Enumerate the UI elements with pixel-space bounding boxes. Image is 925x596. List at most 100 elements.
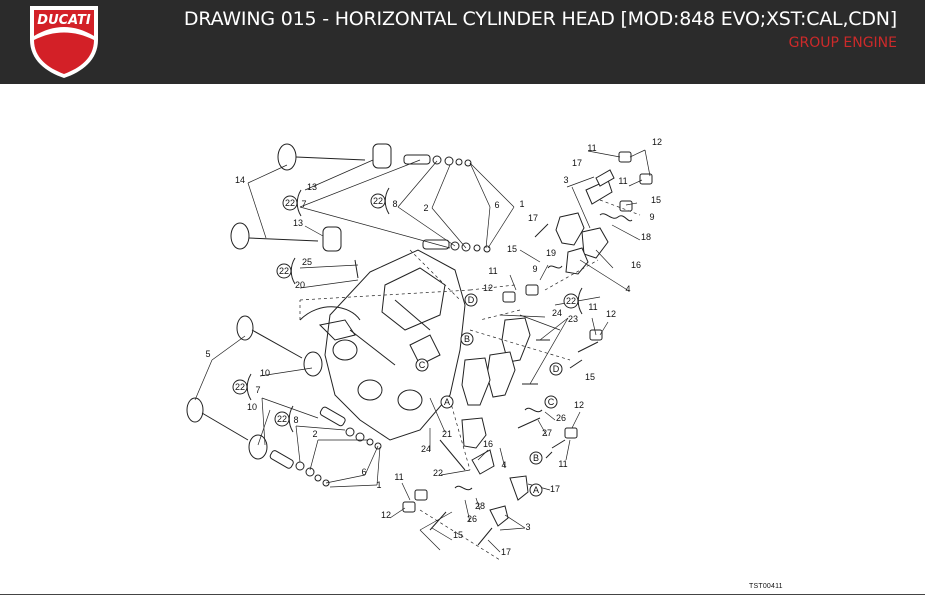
reference-marker: A <box>440 395 454 409</box>
svg-text:22: 22 <box>279 266 289 276</box>
callout-label: 12 <box>381 510 391 520</box>
kit-markers: 22 22 22 22 22 22 <box>232 187 583 433</box>
callout-label: 12 <box>652 137 662 147</box>
callout-label: 4 <box>501 460 506 470</box>
callout-label: 28 <box>475 501 485 511</box>
callout-label: 2 <box>312 429 317 439</box>
callout-label: 15 <box>585 372 595 382</box>
callout-label: 10 <box>247 402 257 412</box>
callout-label: 17 <box>572 158 582 168</box>
svg-text:D: D <box>468 295 475 305</box>
callout-label: 19 <box>546 248 556 258</box>
svg-text:B: B <box>533 453 539 463</box>
callout-label: 22 <box>433 468 443 478</box>
callout-label: 11 <box>488 266 497 276</box>
callout-label: 25 <box>302 257 312 267</box>
kit-marker: 22 <box>282 189 302 217</box>
svg-text:A: A <box>533 485 539 495</box>
group-subtitle[interactable]: GROUP ENGINE <box>788 35 897 51</box>
reference-marker: A <box>529 483 543 497</box>
dashed-guides <box>299 199 641 561</box>
rocker-arm-parts <box>354 151 653 546</box>
ducati-logo[interactable]: DUCATI <box>24 2 104 80</box>
leader-lines <box>194 149 651 553</box>
callout-label: 11 <box>618 176 627 186</box>
callout-label: 14 <box>235 175 245 185</box>
svg-text:D: D <box>553 364 560 374</box>
svg-text:22: 22 <box>277 414 287 424</box>
header-bar: DUCATI DRAWING 015 - HORIZONTAL CYLINDER… <box>0 0 925 84</box>
callout-label: 17 <box>550 484 560 494</box>
kit-marker: 22 <box>563 287 583 315</box>
callout-label: 24 <box>421 444 431 454</box>
reference-marker: D <box>549 362 563 376</box>
callout-label: 23 <box>568 314 578 324</box>
svg-text:C: C <box>548 397 555 407</box>
callout-label: 15 <box>507 244 517 254</box>
brand-text: DUCATI <box>37 13 91 28</box>
callout-label: 13 <box>307 182 317 192</box>
kit-marker: 22 <box>370 187 390 215</box>
callout-label: 26 <box>467 514 477 524</box>
callout-label: 11 <box>588 302 597 312</box>
callout-label: 11 <box>558 459 567 469</box>
valve-part <box>230 143 491 253</box>
valve-part <box>186 315 382 487</box>
callout-label: 21 <box>442 429 452 439</box>
ref-markers: D B C A D C B A <box>415 293 563 497</box>
callout-label: 1 <box>519 199 524 209</box>
page-title: DRAWING 015 - HORIZONTAL CYLINDER HEAD [… <box>183 8 897 30</box>
callout-label: 17 <box>501 547 511 557</box>
kit-marker: 22 <box>232 373 252 401</box>
callout-label: 20 <box>295 280 305 290</box>
callout-label: 17 <box>528 213 538 223</box>
callout-label: 24 <box>552 308 562 318</box>
reference-marker: D <box>464 293 478 307</box>
callout-label: 6 <box>494 200 499 210</box>
callout-label: 9 <box>649 212 654 222</box>
callout-label: 3 <box>525 522 530 532</box>
svg-text:A: A <box>444 397 450 407</box>
kit-marker: 22 <box>274 405 294 433</box>
callout-label: 8 <box>293 415 298 425</box>
callout-label: 15 <box>453 530 463 540</box>
callout-label: 12 <box>483 283 493 293</box>
reference-marker: C <box>544 395 558 409</box>
callout-label: 1 <box>376 480 381 490</box>
svg-text:B: B <box>464 334 470 344</box>
callout-label: 18 <box>641 232 651 242</box>
callout-label: 26 <box>556 413 566 423</box>
callout-label: 3 <box>563 175 568 185</box>
reference-marker: B <box>460 332 474 346</box>
callout-label: 12 <box>606 309 616 319</box>
svg-text:22: 22 <box>285 198 295 208</box>
callout-label: 2 <box>423 203 428 213</box>
kit-marker: 22 <box>276 257 296 285</box>
callout-label: 12 <box>574 400 584 410</box>
reference-marker: B <box>529 451 543 465</box>
callout-label: 10 <box>260 368 270 378</box>
callout-label: 11 <box>587 143 596 153</box>
callout-label: 11 <box>394 472 403 482</box>
cylinder-head-body <box>299 249 466 441</box>
drawing-code: TST00411 <box>749 583 783 590</box>
svg-text:22: 22 <box>566 296 576 306</box>
callout-label: 7 <box>301 199 306 209</box>
callout-label: 8 <box>392 199 397 209</box>
footer-divider <box>0 594 925 595</box>
callout-label: 15 <box>651 195 661 205</box>
svg-text:22: 22 <box>373 196 383 206</box>
svg-text:C: C <box>419 360 426 370</box>
callout-label: 5 <box>205 349 210 359</box>
reference-marker: C <box>415 358 429 372</box>
callout-label: 27 <box>542 428 552 438</box>
callout-label: 7 <box>255 385 260 395</box>
callout-label: 16 <box>483 439 493 449</box>
svg-text:22: 22 <box>235 382 245 392</box>
callout-label: 16 <box>631 260 641 270</box>
callout-label: 4 <box>625 284 630 294</box>
callout-label: 6 <box>361 467 366 477</box>
callout-label: 13 <box>293 218 303 228</box>
